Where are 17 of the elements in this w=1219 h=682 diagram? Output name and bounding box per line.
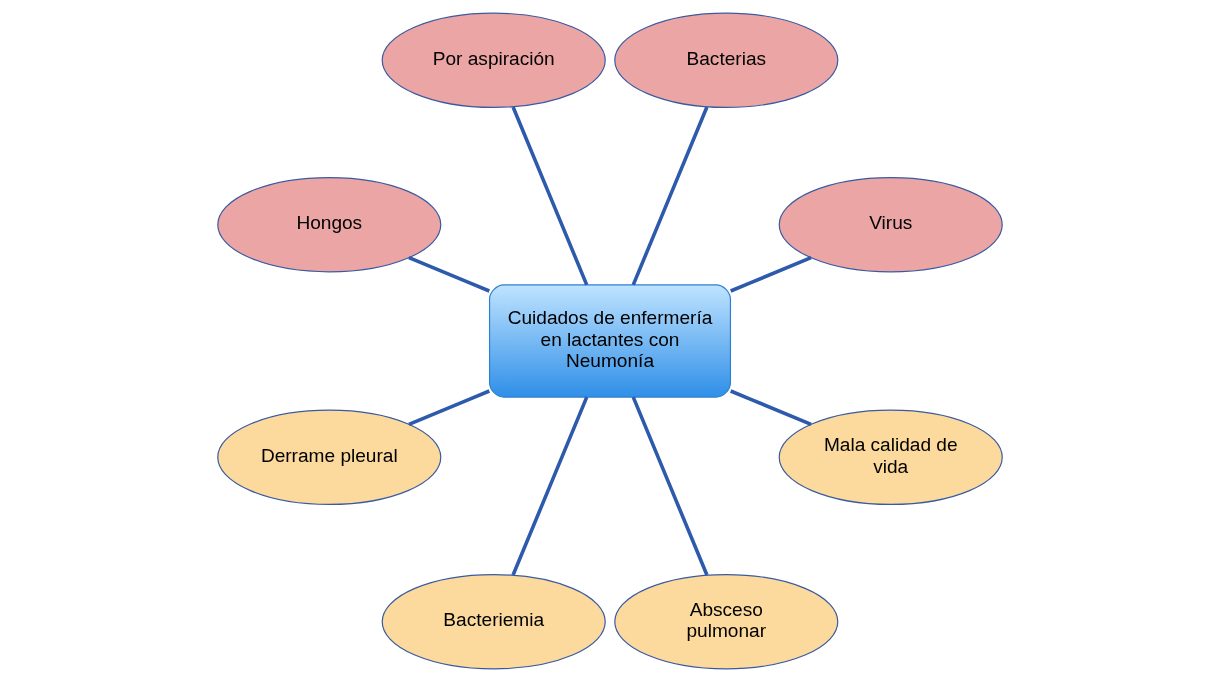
connector bbox=[407, 389, 490, 426]
node-ellipse: Bacterias bbox=[613, 12, 838, 108]
node-ellipse: Hongos bbox=[216, 177, 441, 273]
node-ellipse: Virus bbox=[778, 177, 1003, 273]
node-ellipse: Derrame pleural bbox=[216, 409, 441, 505]
node-ellipse: Bacteriemia bbox=[381, 574, 606, 670]
connector bbox=[510, 396, 588, 576]
node-ellipse: Absceso pulmonar bbox=[613, 574, 838, 670]
connector bbox=[631, 106, 709, 286]
connector bbox=[510, 106, 588, 286]
connector bbox=[407, 256, 490, 293]
node-ellipse: Mala calidad de vida bbox=[778, 409, 1003, 505]
node-ellipse: Por aspiración bbox=[381, 12, 606, 108]
node-box: Cuidados de enfermería en lactantes con Neumonía bbox=[488, 284, 731, 398]
connector bbox=[631, 396, 709, 576]
connector bbox=[729, 389, 812, 426]
connector bbox=[729, 256, 812, 293]
